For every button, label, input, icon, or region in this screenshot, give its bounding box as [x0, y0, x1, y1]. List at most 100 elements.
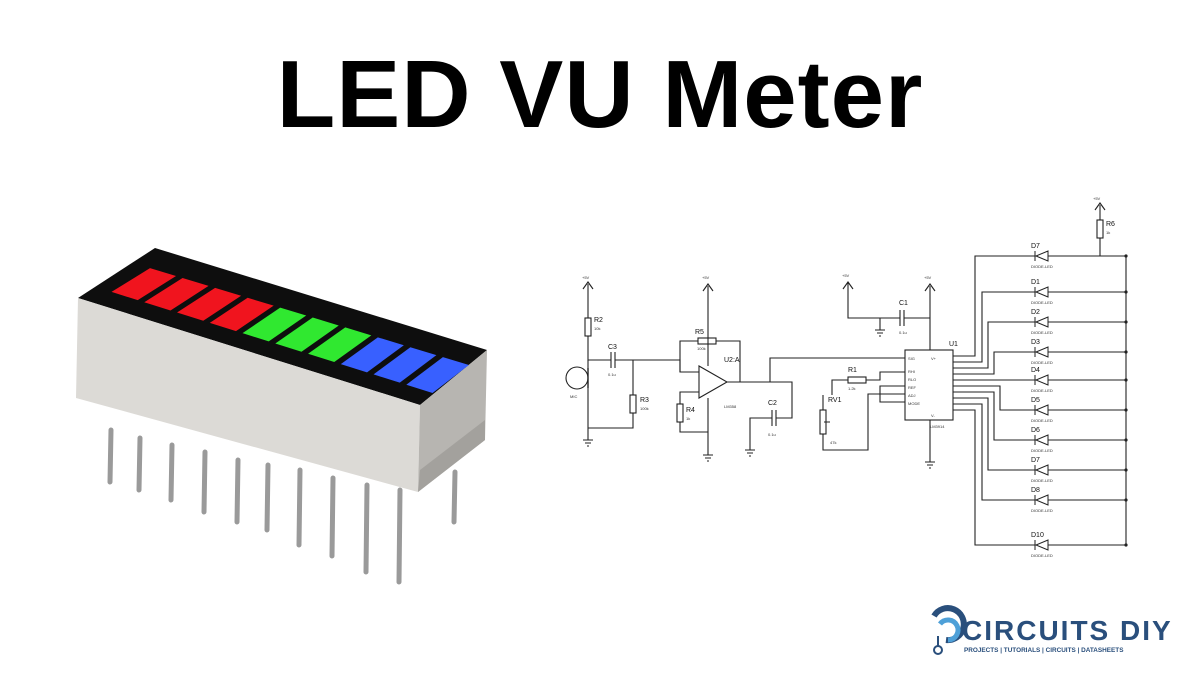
logo-brand: CIRCUITS DIY [962, 615, 1173, 646]
junction-dot [1124, 543, 1128, 547]
circuit-schematic: D7DIODE-LEDD1DIODE-LEDD2DIODE-LEDD3DIODE… [565, 196, 1128, 558]
led-name: D8 [1031, 487, 1040, 494]
svg-text:V-: V- [931, 413, 935, 418]
svg-text:0.1u: 0.1u [768, 432, 776, 437]
diode-symbol-icon [1030, 464, 1126, 476]
svg-text:R5: R5 [695, 329, 704, 336]
svg-text:RLO: RLO [908, 377, 916, 382]
svg-text:+5V: +5V [842, 273, 850, 278]
led-name: D4 [1031, 367, 1040, 374]
led-type: DIODE-LED [1031, 508, 1053, 513]
led-type: DIODE-LED [1031, 388, 1053, 393]
led-type: DIODE-LED [1031, 448, 1053, 453]
svg-text:RHI: RHI [908, 369, 915, 374]
svg-text:1k: 1k [1106, 230, 1110, 235]
junction-dot [1124, 254, 1128, 258]
led-type: DIODE-LED [1031, 553, 1053, 558]
diode-symbol-icon [1030, 250, 1126, 262]
junction-dot [1124, 290, 1128, 294]
led-type: DIODE-LED [1031, 418, 1053, 423]
svg-text:R1: R1 [848, 367, 857, 374]
diode-symbol-icon [1030, 434, 1126, 446]
bargraph-segment [177, 287, 242, 321]
led-name: D6 [1031, 427, 1040, 434]
svg-text:+5V: +5V [702, 275, 710, 280]
led-name: D2 [1031, 309, 1040, 316]
logo-tagline: PROJECTS | TUTORIALS | CIRCUITS | DATASH… [964, 647, 1124, 654]
svg-text:SIG: SIG [908, 356, 915, 361]
diode-symbol-icon [1030, 346, 1126, 358]
svg-text:U1: U1 [949, 341, 958, 348]
led-type: DIODE-LED [1031, 300, 1053, 305]
svg-text:1.2k: 1.2k [848, 386, 856, 391]
led-name: D3 [1031, 339, 1040, 346]
led-type: DIODE-LED [1031, 264, 1053, 269]
svg-text:R2: R2 [594, 317, 603, 324]
bargraph-segment [144, 277, 209, 311]
svg-text:C2: C2 [768, 400, 777, 407]
u1-pin-labels: SIG RHI RLO REF ADJ MODE V+ V- [908, 356, 937, 418]
svg-text:REF: REF [908, 385, 917, 390]
svg-text:0.1u: 0.1u [608, 372, 616, 377]
diode-symbol-icon [1030, 539, 1126, 551]
bargraph-segment [406, 357, 469, 393]
svg-text:R3: R3 [640, 397, 649, 404]
diode-symbol-icon [1030, 404, 1126, 416]
led-name: D7 [1031, 457, 1040, 464]
page-title: LED VU Meter [276, 41, 924, 148]
svg-text:MIC: MIC [570, 394, 577, 399]
bargraph-segment [275, 317, 339, 352]
svg-text:C1: C1 [899, 300, 908, 307]
junction-dot [1124, 498, 1128, 502]
svg-text:100k: 100k [697, 346, 706, 351]
svg-text:RV1: RV1 [828, 397, 842, 404]
junction-dot [1124, 438, 1128, 442]
svg-text:+5V: +5V [582, 275, 590, 280]
svg-text:R6: R6 [1106, 221, 1115, 228]
bargraph-segment [111, 268, 177, 301]
junction-dot [1124, 378, 1128, 382]
svg-text:100k: 100k [640, 406, 649, 411]
led-type: DIODE-LED [1031, 478, 1053, 483]
diode-symbol-icon [1030, 316, 1126, 328]
led-name: D7 [1031, 243, 1040, 250]
bargraph-segment [209, 297, 274, 332]
bargraph-segment [308, 327, 372, 363]
bargraph-segment [340, 337, 404, 373]
led-name: D1 [1031, 279, 1040, 286]
diode-symbol-icon [1030, 494, 1126, 506]
svg-text:R4: R4 [686, 407, 695, 414]
led-diode-column: D7DIODE-LEDD1DIODE-LEDD2DIODE-LEDD3DIODE… [1030, 243, 1128, 558]
svg-text:C3: C3 [608, 344, 617, 351]
svg-text:LM3914: LM3914 [930, 424, 945, 429]
svg-text:0.1u: 0.1u [899, 330, 907, 335]
led-name: D5 [1031, 397, 1040, 404]
schematic-labels: +5V +5V +5V +5V +5V R2 10k C3 0.1u MIC R… [570, 196, 1115, 445]
svg-text:47k: 47k [830, 440, 836, 445]
led-bargraph [76, 248, 487, 585]
led-type: DIODE-LED [1031, 330, 1053, 335]
junction-dot [1124, 408, 1128, 412]
led-name: D10 [1031, 532, 1044, 539]
diode-symbol-icon [1030, 286, 1126, 298]
svg-text:U2:A: U2:A [724, 357, 740, 364]
junction-dot [1124, 468, 1128, 472]
bargraph-segment [242, 307, 307, 342]
svg-text:MODE: MODE [908, 401, 920, 406]
diode-symbol-icon [1030, 374, 1126, 386]
svg-text:1k: 1k [686, 416, 690, 421]
led-type: DIODE-LED [1031, 360, 1053, 365]
junction-dot [1124, 320, 1128, 324]
svg-text:LM358: LM358 [724, 404, 737, 409]
